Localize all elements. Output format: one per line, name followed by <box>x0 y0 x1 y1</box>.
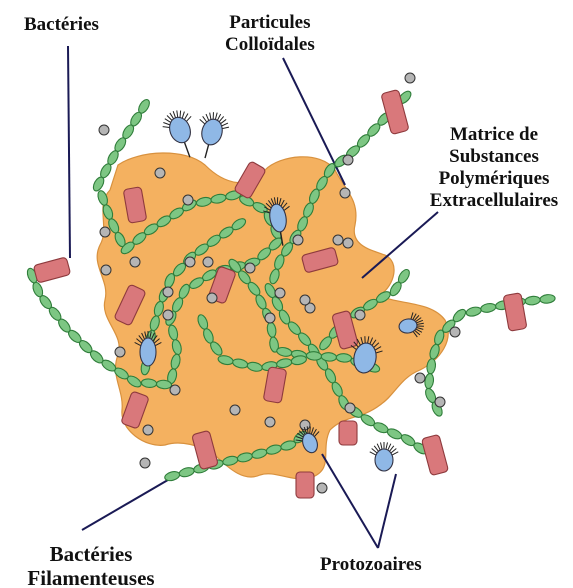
protozoan-cilium <box>178 111 183 118</box>
label-matrix-line1: Matrice de <box>420 124 568 146</box>
leader-line <box>68 46 70 258</box>
filament-cell <box>164 470 181 482</box>
colloidal-particle <box>345 403 355 413</box>
leader-line <box>362 212 438 278</box>
colloidal-particle <box>100 227 110 237</box>
leader-line <box>378 474 396 548</box>
colloidal-particle <box>405 73 415 83</box>
colloidal-particle <box>415 373 425 383</box>
filament-cell <box>424 373 434 389</box>
colloidal-particle <box>265 417 275 427</box>
protozoan-cilium <box>386 442 388 449</box>
colloidal-particle <box>333 235 343 245</box>
protozoan-cilium <box>215 113 217 120</box>
filament-cell <box>178 466 195 478</box>
colloidal-particle <box>140 458 150 468</box>
colloidal-particle <box>155 168 165 178</box>
colloidal-particle <box>343 155 353 165</box>
colloidal-particle <box>99 125 109 135</box>
label-matrix: Matrice de Substances Polymériques Extra… <box>420 124 568 211</box>
protozoan-cilium <box>163 125 170 130</box>
filament-cell <box>480 302 496 313</box>
label-protozoa: Protozoaires <box>320 554 422 576</box>
protozoan-stalk <box>205 145 209 159</box>
colloidal-particle <box>450 327 460 337</box>
label-protozoa-text: Protozoaires <box>320 554 422 576</box>
protozoan-cilium <box>173 111 175 118</box>
label-filamentous-line1: Bactéries <box>6 542 176 566</box>
label-matrix-line4: Extracellulaires <box>420 190 568 212</box>
protozoan-cilium <box>208 113 213 120</box>
protozoan-cilium <box>217 114 220 121</box>
protozoan-cilium <box>212 112 215 119</box>
protozoan-cilium <box>374 446 378 452</box>
protozoan-cilium <box>377 444 380 450</box>
colloidal-particle <box>265 313 275 323</box>
colloidal-particle <box>343 238 353 248</box>
colloidal-particle <box>355 310 365 320</box>
colloidal-particle <box>300 295 310 305</box>
protozoan <box>190 109 231 162</box>
label-bacteria-text: Bactéries <box>24 14 99 36</box>
colloidal-particle <box>340 188 350 198</box>
label-colloids-line2: Colloïdales <box>225 34 315 56</box>
colloidal-particle <box>293 235 303 245</box>
colloidal-particle <box>275 288 285 298</box>
colloidal-particle <box>183 195 193 205</box>
filament-cell <box>539 294 555 304</box>
colloidal-particle <box>230 405 240 415</box>
bacterium-rod <box>339 421 357 445</box>
bacterium-rod <box>33 257 71 283</box>
colloidal-particle <box>185 257 195 267</box>
label-matrix-line3: Polymériques <box>420 168 568 190</box>
filament-cell <box>96 189 109 206</box>
protozoan-cilium <box>388 444 391 450</box>
colloidal-particle <box>245 263 255 273</box>
bacterium-rod <box>296 472 314 498</box>
filament-cell <box>525 296 541 306</box>
colloidal-particle <box>170 385 180 395</box>
protozoan-cilium <box>175 110 179 117</box>
protozoan-cilium <box>392 452 398 455</box>
protozoan-cilium <box>390 446 394 452</box>
protozoan <box>370 442 399 471</box>
colloidal-particle <box>317 483 327 493</box>
label-colloids: Particules Colloïdales <box>225 12 315 56</box>
label-matrix-line2: Substances <box>420 146 568 168</box>
colloidal-particle <box>143 425 153 435</box>
label-colloids-line1: Particules <box>225 12 315 34</box>
colloidal-particle <box>435 397 445 407</box>
protozoan-body <box>199 117 225 147</box>
colloidal-particle <box>203 257 213 267</box>
bacterium-rod <box>421 434 448 475</box>
label-filamentous: Bactéries Filamenteuses <box>6 542 176 588</box>
protozoan-cilium <box>222 126 229 131</box>
filament-cell <box>465 306 482 318</box>
colloidal-particle <box>115 347 125 357</box>
colloidal-particle <box>163 310 173 320</box>
colloidal-particle <box>130 257 140 267</box>
colloidal-particle <box>163 287 173 297</box>
protozoan-cilium <box>370 452 376 455</box>
protozoan-cilium <box>381 442 383 449</box>
label-bacteria: Bactéries <box>24 14 99 36</box>
colloidal-particle <box>101 265 111 275</box>
colloidal-particle <box>207 293 217 303</box>
protozoan-body <box>140 338 156 366</box>
protozoan-body <box>375 449 393 471</box>
label-filamentous-line2: Filamenteuses <box>6 566 176 588</box>
leader-line <box>322 454 378 548</box>
